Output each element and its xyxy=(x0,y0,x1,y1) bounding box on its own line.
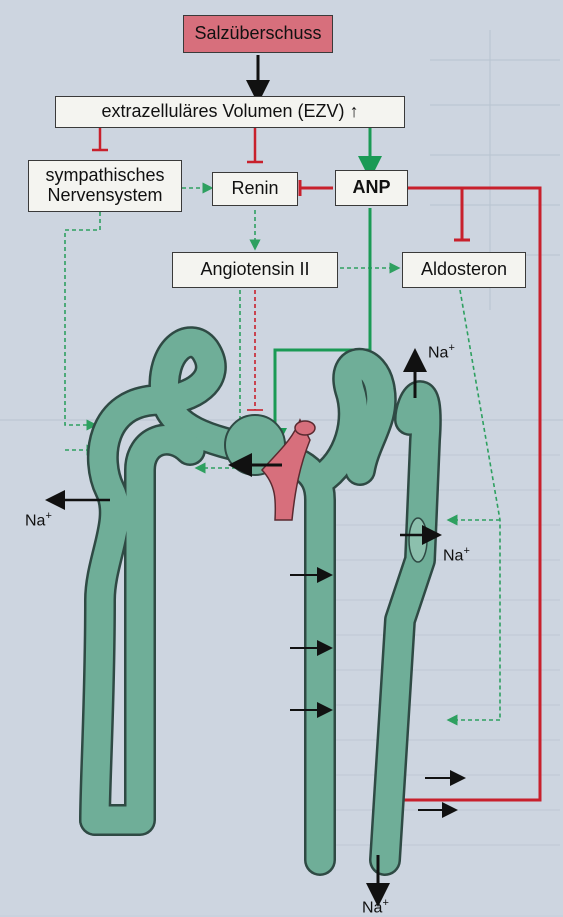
ezv-up-arrow: ↑ xyxy=(350,102,359,122)
sns-label-line1: sympathisches xyxy=(45,166,164,186)
na-text: Na xyxy=(428,344,448,361)
box-angiotensin-ii: Angiotensin II xyxy=(172,252,338,288)
box-salzueberschuss: Salzüberschuss xyxy=(183,15,333,53)
box-aldo-label: Aldosteron xyxy=(421,260,507,280)
na-label-urine: Na+ xyxy=(362,897,389,917)
sns-label-line2: Nervensystem xyxy=(47,186,162,206)
na-charge: + xyxy=(382,897,388,909)
box-ezv-label: extrazelluläres Volumen (EZV) xyxy=(101,102,344,122)
box-angio-label: Angiotensin II xyxy=(200,260,309,280)
na-charge: + xyxy=(45,510,51,522)
box-anp: ANP xyxy=(335,170,408,206)
box-salzueberschuss-label: Salzüberschuss xyxy=(194,24,321,44)
box-sympathisches-nervensystem: sympathisches Nervensystem xyxy=(28,160,182,212)
box-anp-label: ANP xyxy=(352,178,390,198)
na-text: Na xyxy=(443,547,463,564)
box-renin: Renin xyxy=(212,172,298,206)
na-charge: + xyxy=(448,342,454,354)
box-aldosteron: Aldosteron xyxy=(402,252,526,288)
na-label-distal-top: Na+ xyxy=(428,342,455,362)
box-renin-label: Renin xyxy=(231,179,278,199)
box-ezv: extrazelluläres Volumen (EZV) ↑ xyxy=(55,96,405,128)
na-label-proximal: Na+ xyxy=(25,510,52,530)
na-text: Na xyxy=(25,512,45,529)
na-charge: + xyxy=(463,545,469,557)
na-text: Na xyxy=(362,899,382,916)
na-label-distal-side: Na+ xyxy=(443,545,470,565)
